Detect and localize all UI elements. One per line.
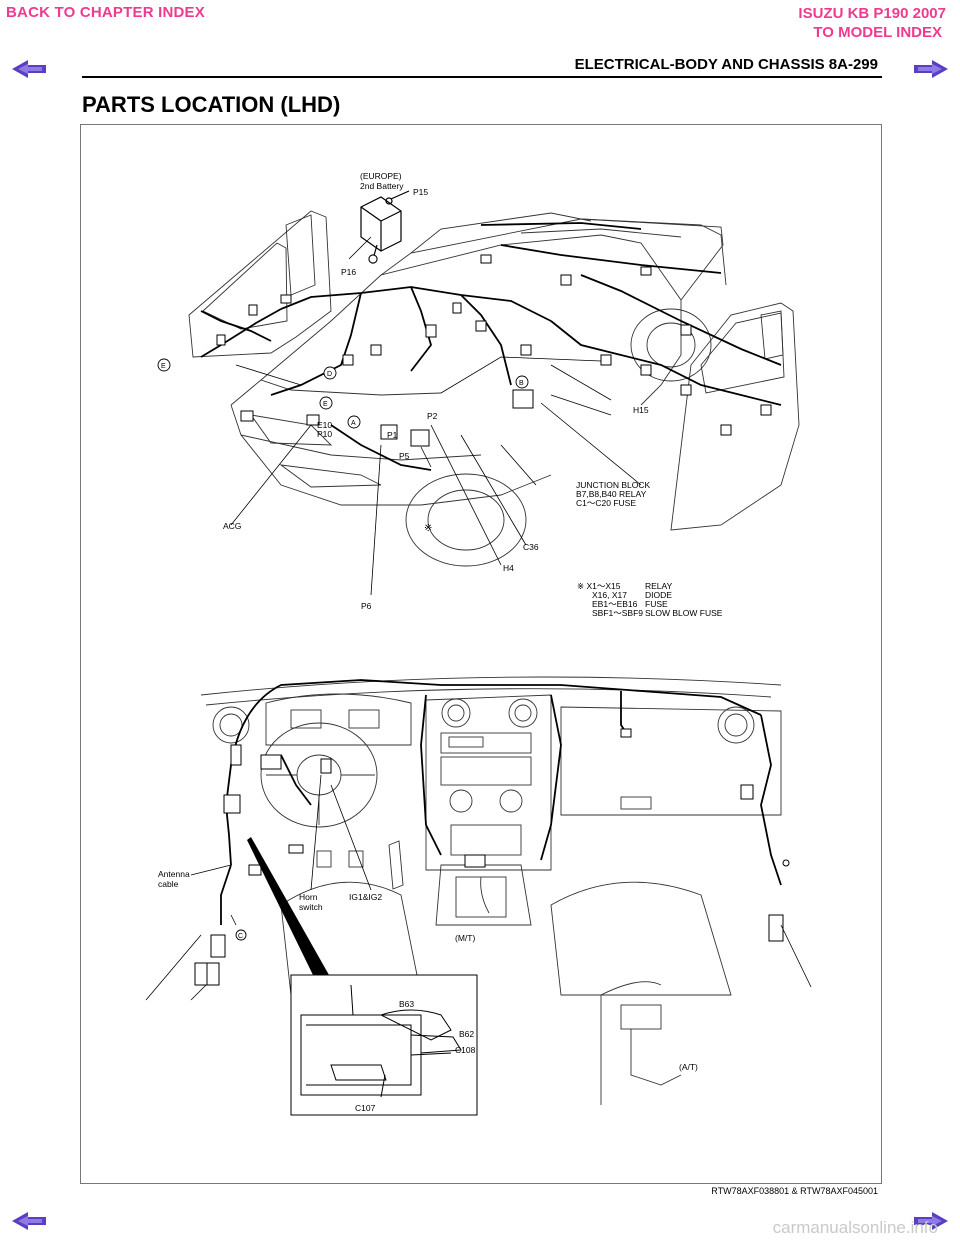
label-junction-3: C1～C20 FUSE	[576, 498, 636, 508]
label-p15: P15	[413, 187, 428, 197]
dashboard-illustration	[200, 676, 782, 1105]
label-acg: ACG	[223, 521, 241, 531]
label-c36: C36	[523, 542, 539, 552]
to-model-index-link[interactable]: TO MODEL INDEX	[813, 24, 942, 41]
label-circle-e2: E	[323, 401, 328, 408]
label-mt: (M/T)	[455, 933, 475, 943]
second-battery-icon	[360, 190, 410, 264]
legend-code-3: EB1～EB16	[592, 599, 638, 609]
label-mark: ※	[424, 523, 432, 534]
leader-lines	[230, 236, 642, 596]
dashboard-connectors	[194, 728, 790, 986]
label-antenna-2: cable	[158, 879, 179, 889]
label-p10: P10	[317, 429, 332, 439]
section-header: ELECTRICAL-BODY AND CHASSIS 8A-299	[574, 56, 878, 73]
model-name-link[interactable]: ISUZU KB P190 2007	[798, 5, 946, 22]
bottom-figure-labels: Antenna cable Horn switch IG1&IG2 C (M/T…	[158, 869, 698, 1113]
top-figure-labels: (EUROPE) 2nd Battery P15 P16 E D E A B E…	[161, 171, 650, 611]
legend-code-2: X16, X17	[592, 590, 627, 600]
label-b62: B62	[459, 1029, 474, 1039]
legend-desc-2: DIODE	[645, 590, 672, 600]
label-p5: P5	[399, 451, 410, 461]
wiring-diagram: (EUROPE) 2nd Battery P15 P16 E D E A B E…	[145, 171, 812, 1116]
label-ig: IG1&IG2	[349, 892, 382, 902]
circled-markers	[157, 254, 529, 429]
label-horn-1: Horn	[299, 892, 318, 902]
legend-desc-1: RELAY	[645, 581, 673, 591]
label-p16: P16	[341, 267, 356, 277]
vehicle-illustration	[188, 210, 800, 567]
header-rule	[82, 76, 882, 78]
legend-desc-3: FUSE	[645, 599, 668, 609]
label-b63: B63	[399, 999, 414, 1009]
legend: ※ X1～X15 RELAY X16, X17 DIODE EB1～EB16 F…	[577, 581, 723, 618]
circle-c-marker	[235, 929, 247, 941]
label-c107: C107	[355, 1103, 376, 1113]
label-p2: P2	[427, 411, 438, 421]
label-junction-1: JUNCTION BLOCK	[576, 480, 650, 490]
next-page-arrow-icon[interactable]	[912, 58, 950, 80]
watermark: carmanualsonline.info	[772, 1218, 938, 1237]
label-e10: E10	[317, 420, 332, 430]
legend-desc-4: SLOW BLOW FUSE	[645, 608, 723, 618]
label-circle-d: D	[327, 371, 332, 378]
bottom-leader-lines	[145, 774, 812, 1001]
previous-page-bottom-arrow-icon[interactable]	[10, 1210, 48, 1232]
label-p1: P1	[387, 430, 398, 440]
label-circle-b: B	[519, 380, 524, 387]
detail-inset	[290, 974, 478, 1116]
label-c108: C108	[455, 1045, 476, 1055]
legend-code-4: SBF1～SBF9	[592, 608, 643, 618]
label-circle-c: C	[238, 933, 243, 940]
next-page-bottom-arrow-icon[interactable]	[912, 1210, 950, 1232]
label-h15: H15	[633, 405, 649, 415]
figure-caption: RTW78AXF038801 & RTW78AXF045001	[711, 1186, 878, 1196]
previous-page-arrow-icon[interactable]	[10, 58, 48, 80]
label-at: (A/T)	[679, 1062, 698, 1072]
wire-harness	[200, 222, 782, 471]
label-antenna-1: Antenna	[158, 869, 190, 879]
label-circle-e1: E	[161, 363, 166, 370]
label-p6: P6	[361, 601, 372, 611]
page-title: PARTS LOCATION (LHD)	[82, 92, 341, 117]
connectors	[216, 254, 772, 447]
back-to-chapter-index-link[interactable]: BACK TO CHAPTER INDEX	[6, 4, 205, 21]
label-second-battery: 2nd Battery	[360, 181, 404, 191]
figure-frame: (EUROPE) 2nd Battery P15 P16 E D E A B E…	[80, 124, 882, 1184]
legend-code-1: ※ X1～X15	[577, 581, 621, 591]
dashboard-harness	[220, 679, 782, 925]
callout-wedge	[247, 837, 329, 975]
label-h4: H4	[503, 563, 514, 573]
label-horn-2: switch	[299, 902, 323, 912]
label-europe: (EUROPE)	[360, 171, 402, 181]
label-circle-a: A	[351, 420, 356, 427]
label-junction-2: B7,B8,B40 RELAY	[576, 489, 647, 499]
